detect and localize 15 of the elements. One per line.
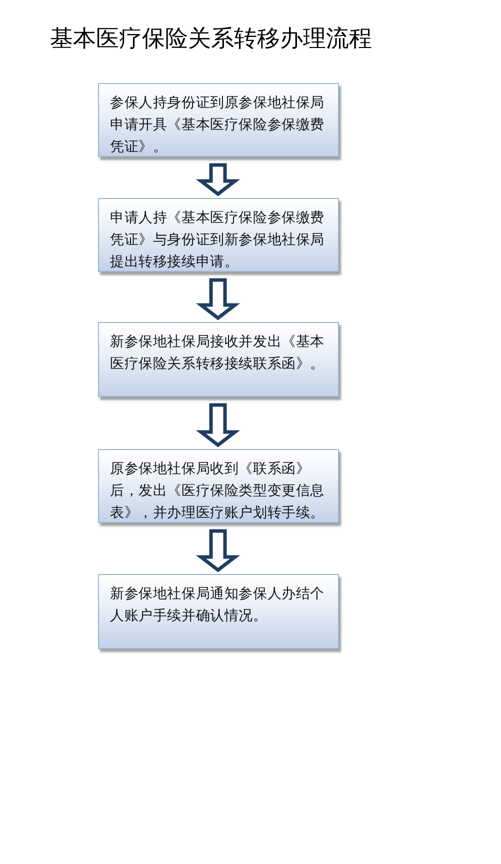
diagram-title: 基本医疗保险关系转移办理流程 — [50, 25, 373, 54]
block-arrow — [196, 529, 240, 572]
step-text: 参保人持身份证到原参保地社保局申请开具《基本医疗保险参保缴费凭证》。 — [110, 94, 326, 157]
step-text: 申请人持《基本医疗保险参保缴费凭证》与身份证到新参保地社保局提出转移接续申请。 — [110, 209, 326, 272]
step-text: 新参保地社保局接收并发出《基本医疗保险关系转移接续联系函》。 — [110, 333, 326, 374]
step-text: 新参保地社保局通知参保人办结个人账户手续并确认情况。 — [110, 585, 326, 626]
process-box — [98, 322, 339, 397]
process-box — [98, 574, 339, 649]
block-arrow — [196, 403, 240, 448]
block-arrow — [196, 163, 240, 196]
block-arrow — [196, 278, 240, 320]
process-box — [98, 198, 339, 272]
step-text: 原参保地社保局收到《联系函》后，发出《医疗保险类型变更信息表》，并办理医疗账户划转手续。 — [110, 460, 326, 523]
process-box — [98, 449, 339, 523]
process-box — [98, 83, 339, 157]
